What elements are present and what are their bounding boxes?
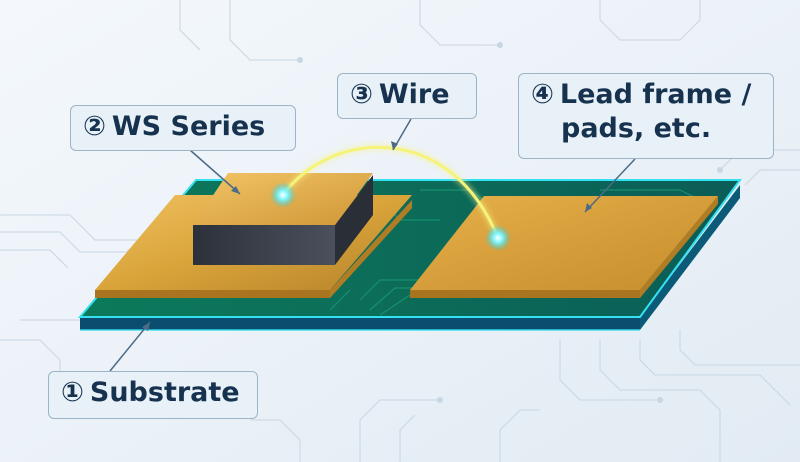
bonding-wire xyxy=(280,143,502,240)
callout-number: ② xyxy=(83,111,106,142)
callout-number: ① xyxy=(61,377,84,408)
wire-bond-point-pad xyxy=(485,225,511,251)
callout-number: ④ xyxy=(531,79,554,110)
callout-text: WS Series xyxy=(111,111,266,142)
leader-arrowheads xyxy=(142,141,592,331)
callout-text-line1: Lead frame / xyxy=(559,79,752,110)
wire-bond-point-chip xyxy=(270,182,296,208)
callout-text: Wire xyxy=(378,79,450,110)
callout-text: Substrate xyxy=(89,377,240,408)
callout-text-line2: pads, etc. xyxy=(561,113,712,144)
callout-number: ③ xyxy=(350,79,373,110)
